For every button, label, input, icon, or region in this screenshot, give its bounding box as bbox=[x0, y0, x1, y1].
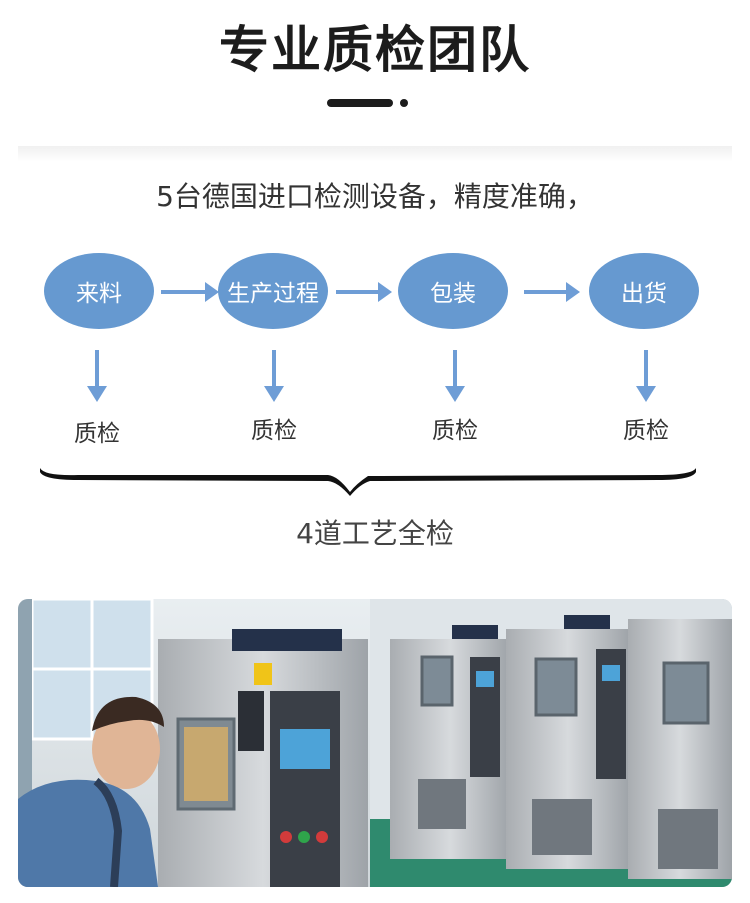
step-shipping: 出货 bbox=[589, 253, 699, 329]
card-top-shadow bbox=[18, 146, 732, 162]
arrow-down-icon bbox=[636, 350, 656, 402]
title-underline-dot bbox=[400, 99, 408, 107]
arrow-down-icon bbox=[264, 350, 284, 402]
arrow-right-icon bbox=[524, 282, 580, 302]
inspection-photo bbox=[18, 599, 732, 887]
quality-check-label: 质检 bbox=[74, 421, 120, 447]
arrow-down-icon bbox=[87, 350, 107, 402]
title-underline bbox=[327, 99, 393, 107]
arrow-right-icon bbox=[336, 282, 392, 302]
step-label: 生产过程 bbox=[227, 281, 319, 307]
arrow-down-icon bbox=[445, 350, 465, 402]
step-label: 出货 bbox=[621, 281, 667, 307]
equipment-description: 5台德国进口检测设备，精度准确， bbox=[156, 180, 594, 213]
quality-check-label: 质检 bbox=[623, 418, 669, 444]
process-summary: 4道工艺全检 bbox=[296, 517, 454, 550]
brace-icon bbox=[40, 468, 696, 496]
inspection-scene-image bbox=[18, 599, 732, 887]
step-incoming-material: 来料 bbox=[44, 253, 154, 329]
step-production: 生产过程 bbox=[218, 253, 328, 329]
section-title: 专业质检团队 bbox=[219, 21, 531, 79]
step-label: 包装 bbox=[430, 281, 476, 307]
quality-check-label: 质检 bbox=[432, 418, 478, 444]
step-packaging: 包装 bbox=[398, 253, 508, 329]
step-label: 来料 bbox=[76, 281, 122, 307]
arrow-right-icon bbox=[161, 282, 219, 302]
quality-check-label: 质检 bbox=[251, 418, 297, 444]
